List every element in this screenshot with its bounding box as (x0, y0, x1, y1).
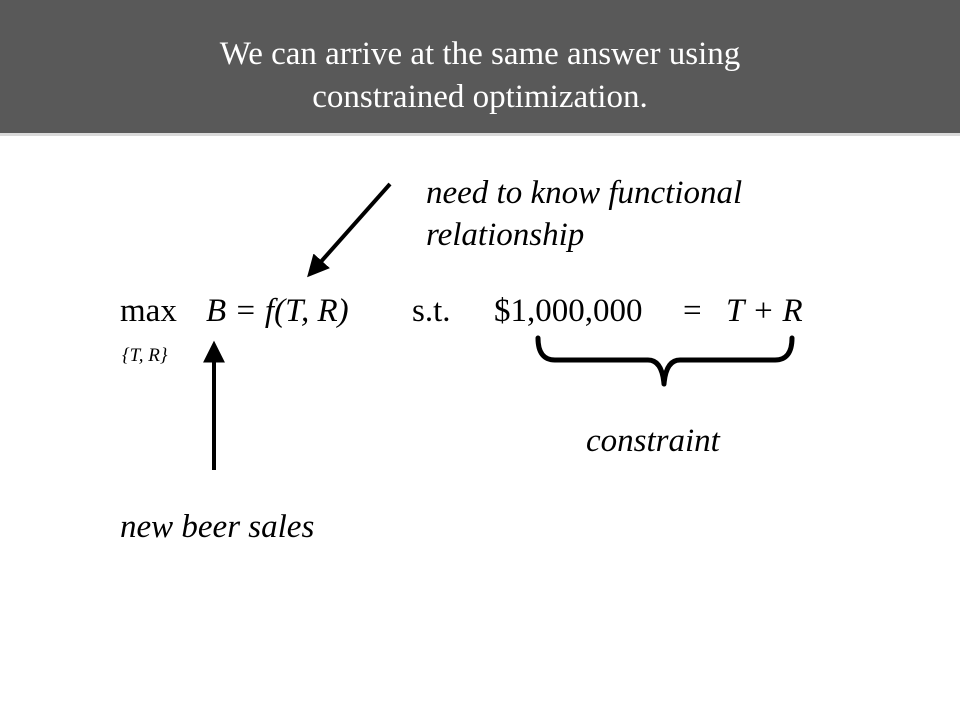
subject-to: s.t. (412, 293, 451, 329)
choice-variables: {T, R} (122, 345, 168, 366)
slide-title: We can arrive at the same answer using c… (0, 33, 960, 119)
title-bar: We can arrive at the same answer using c… (0, 0, 960, 136)
constraint-brace (535, 335, 795, 387)
constraint-rhs: T + R (726, 293, 803, 329)
objective-function: B = f(T, R) (206, 293, 349, 329)
annotation-function-line-2: relationship (426, 217, 585, 253)
annotation-function-line-1: need to know functional (426, 175, 743, 211)
equals-sign: = (683, 293, 702, 329)
arrow-to-function (307, 182, 392, 278)
objective-label: new beer sales (120, 509, 315, 545)
slide-title-line-1: We can arrive at the same answer using (219, 36, 741, 72)
budget-amount: $1,000,000 (494, 293, 643, 329)
slide-title-line-2: constrained optimization. (312, 79, 648, 115)
constraint-label: constraint (586, 423, 720, 459)
max-operator: max (120, 293, 177, 329)
